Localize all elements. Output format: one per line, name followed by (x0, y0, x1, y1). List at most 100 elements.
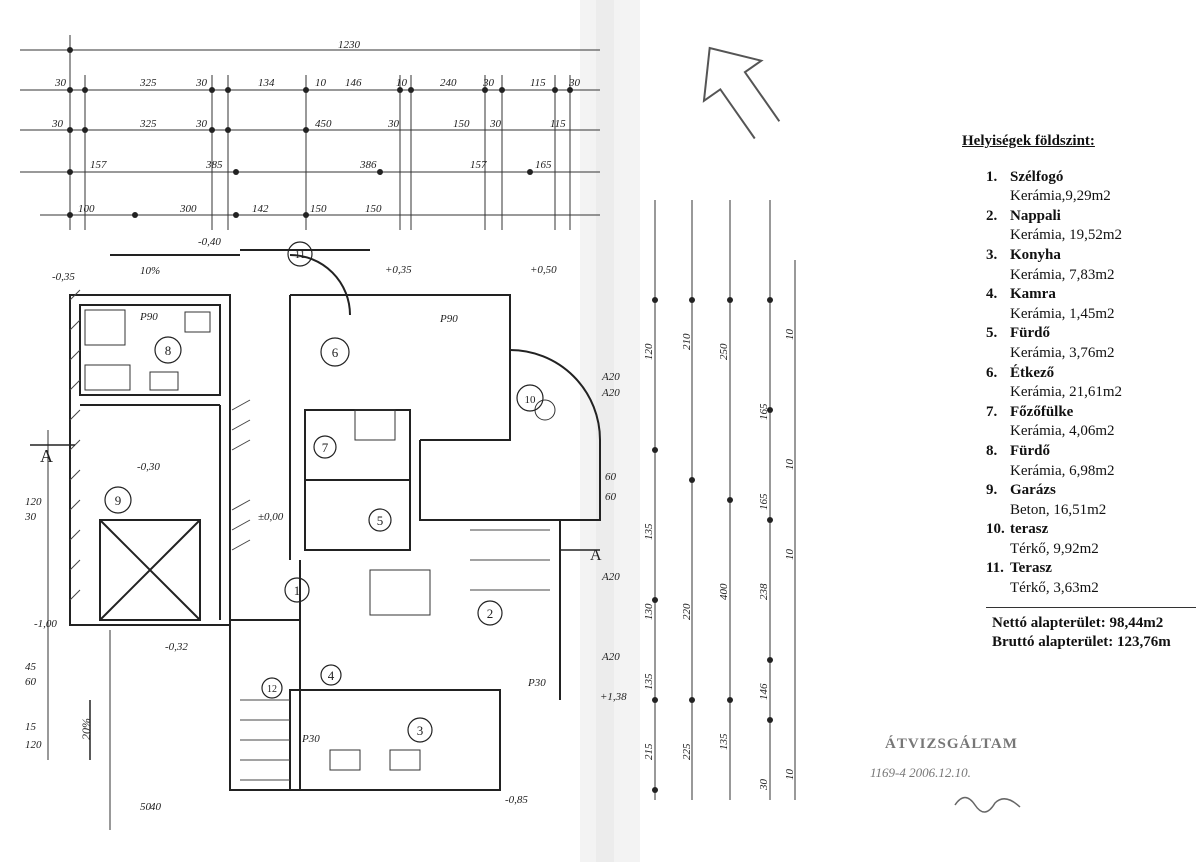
svg-text:30: 30 (51, 118, 64, 130)
svg-text:10: 10 (784, 459, 796, 471)
svg-text:220: 220 (681, 603, 693, 620)
legend-room-number: 6. (986, 364, 998, 381)
svg-text:6: 6 (332, 345, 339, 360)
legend-room-detail: Kerámia, 7,83m2 (1010, 266, 1115, 283)
svg-text:10: 10 (396, 77, 408, 89)
svg-text:165: 165 (535, 159, 552, 171)
svg-text:1: 1 (294, 583, 301, 598)
svg-text:-0,32: -0,32 (165, 641, 188, 653)
review-stamp-heading: ÁTVIZSGÁLTAM (885, 736, 1018, 752)
svg-text:120: 120 (643, 343, 655, 360)
svg-text:142: 142 (252, 203, 269, 215)
legend-room-detail: Kerámia, 1,45m2 (1010, 305, 1115, 322)
legend-room-detail: Beton, 16,51m2 (1010, 501, 1107, 518)
svg-text:157: 157 (470, 159, 487, 171)
svg-text:120: 120 (25, 496, 42, 508)
svg-text:210: 210 (681, 333, 693, 350)
svg-text:215: 215 (643, 743, 655, 760)
svg-text:P90: P90 (139, 311, 158, 323)
signature-mark (954, 796, 1021, 813)
svg-text:150: 150 (310, 203, 327, 215)
svg-text:A20: A20 (601, 571, 620, 583)
legend-room-number: 9. (986, 482, 998, 499)
svg-text:4: 4 (328, 668, 335, 683)
dim-top-total: 1230 (338, 39, 361, 51)
svg-text:12: 12 (267, 684, 277, 695)
legend-room-detail: Térkő, 3,63m2 (1010, 580, 1099, 597)
legend-room-detail: Kerámia, 21,61m2 (1010, 384, 1123, 401)
svg-text:+0,50: +0,50 (530, 264, 557, 276)
svg-text:P30: P30 (301, 733, 320, 745)
svg-text:135: 135 (643, 523, 655, 540)
svg-text:10: 10 (315, 77, 327, 89)
svg-text:385: 385 (205, 159, 223, 171)
svg-text:450: 450 (315, 118, 332, 130)
svg-text:30: 30 (482, 77, 495, 89)
svg-text:30: 30 (387, 118, 400, 130)
legend-room-number: 10. (986, 521, 1005, 538)
legend-room-detail: Kerámia,9,29m2 (1010, 188, 1111, 205)
svg-text:-1,00: -1,00 (34, 618, 57, 630)
svg-text:A: A (40, 446, 53, 466)
svg-text:157: 157 (90, 159, 107, 171)
legend-room-detail: Kerámia, 3,76m2 (1010, 344, 1115, 361)
svg-text:A20: A20 (601, 387, 620, 399)
svg-text:-0,30: -0,30 (137, 461, 160, 473)
net-area: Nettó alapterület: 98,44m2 (992, 614, 1164, 631)
svg-text:30: 30 (758, 779, 770, 792)
svg-text:100: 100 (78, 203, 95, 215)
gross-area: Bruttó alapterület: 123,76m (992, 634, 1171, 651)
svg-text:-0,85: -0,85 (505, 794, 528, 806)
svg-text:15: 15 (25, 721, 37, 733)
svg-text:8: 8 (165, 343, 172, 358)
legend-room-name: Kamra (1010, 286, 1056, 303)
svg-text:30: 30 (489, 118, 502, 130)
svg-text:135: 135 (643, 673, 655, 690)
legend-divider (986, 606, 1196, 608)
svg-text:165: 165 (758, 403, 770, 420)
legend-room-name: terasz (1010, 521, 1049, 538)
svg-text:10: 10 (784, 549, 796, 561)
legend-room-number: 4. (986, 286, 998, 303)
svg-text:30: 30 (24, 511, 37, 523)
svg-text:+1,38: +1,38 (600, 691, 627, 703)
svg-text:10: 10 (525, 394, 537, 406)
svg-text:165: 165 (758, 493, 770, 510)
legend-room-number: 1. (986, 168, 998, 185)
legend-title: Helyiségek földszint: (962, 133, 1095, 149)
svg-text:300: 300 (179, 203, 197, 215)
svg-text:3: 3 (417, 723, 424, 738)
svg-text:386: 386 (359, 159, 377, 171)
svg-text:400: 400 (718, 583, 730, 600)
legend-room-name: Fürdő (1010, 442, 1051, 459)
svg-text:146: 146 (345, 77, 362, 89)
svg-text:45: 45 (25, 661, 37, 673)
legend-room-name: Szélfogó (1010, 168, 1064, 185)
svg-text:P30: P30 (527, 677, 546, 689)
svg-text:A20: A20 (601, 651, 620, 663)
svg-text:225: 225 (681, 743, 693, 760)
svg-text:-0,35: -0,35 (52, 271, 75, 283)
svg-text:P90: P90 (439, 313, 458, 325)
svg-text:130: 130 (643, 603, 655, 620)
svg-text:2: 2 (487, 606, 494, 621)
svg-text:250: 250 (718, 343, 730, 360)
svg-text:20%: 20% (79, 718, 93, 740)
svg-text:115: 115 (530, 77, 546, 89)
legend-room-detail: Kerámia, 4,06m2 (1010, 423, 1115, 440)
svg-text:+0,35: +0,35 (385, 264, 412, 276)
svg-text:30: 30 (54, 77, 67, 89)
svg-text:60: 60 (25, 676, 37, 688)
svg-text:134: 134 (258, 77, 275, 89)
svg-text:240: 240 (440, 77, 457, 89)
svg-text:60: 60 (605, 491, 617, 503)
